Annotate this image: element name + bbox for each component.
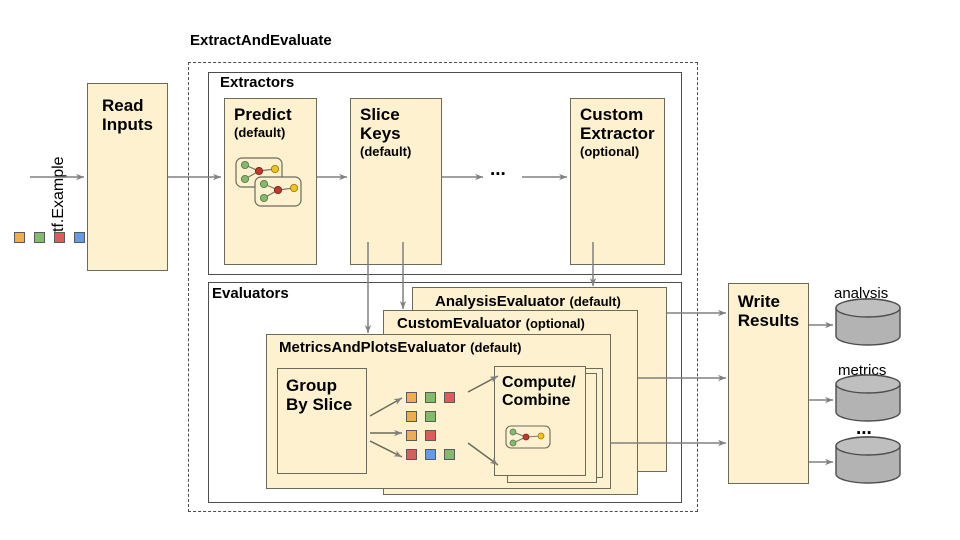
extractor-slice-keys-name: Slice Keys [360, 105, 401, 144]
sink-cylinder-other [835, 436, 901, 484]
graph-network-icon [235, 157, 302, 207]
arrow-group-to-chips-1 [369, 397, 403, 417]
extractor-custom-qualifier: (optional) [580, 144, 640, 160]
read-inputs-title: Read Inputs [102, 96, 153, 135]
evaluator-custom-qualifier: (optional) [525, 316, 585, 331]
slice-chip [444, 392, 455, 403]
sink-cylinder-metrics [835, 374, 901, 422]
slice-chip [425, 430, 436, 441]
sink-label-ellipsis-text: ... [856, 418, 872, 439]
slice-chip-grid [406, 392, 466, 467]
evaluator-metrics-qualifier: (default) [470, 340, 522, 355]
extractor-slice-keys[interactable]: Slice Keys (default) [350, 98, 442, 265]
extractor-slice-keys-qualifier: (default) [360, 144, 412, 160]
extractors-title: Extractors [220, 74, 294, 91]
sink-cylinder-analysis [835, 298, 901, 346]
extractor-predict-name: Predict [234, 105, 292, 124]
sink-label-analysis-text: analysis [834, 285, 889, 302]
slice-chip [425, 449, 436, 460]
extractor-predict-qualifier: (default) [234, 125, 286, 141]
slice-chip [406, 411, 417, 422]
evaluator-metrics-name: MetricsAndPlotsEvaluator [279, 339, 466, 356]
arrow-chips-to-compute-1 [467, 375, 499, 393]
slice-chip [406, 449, 417, 460]
write-results-title: Write Results [737, 292, 800, 331]
input-chip [14, 232, 25, 243]
input-chips [10, 232, 90, 248]
arrow-group-to-chips-3 [369, 440, 403, 458]
sink-label-ellipsis: ... [856, 418, 872, 440]
slice-chip [406, 392, 417, 403]
extractor-custom-name: Custom Extractor [580, 105, 655, 144]
slice-chip [444, 449, 455, 460]
input-chip [34, 232, 45, 243]
evaluator-metrics-label: MetricsAndPlotsEvaluator (default) [279, 339, 610, 357]
write-results-box[interactable]: Write Results [728, 283, 809, 484]
input-chip [54, 232, 65, 243]
slice-chip [425, 392, 436, 403]
sink-label-analysis: analysis [834, 285, 888, 302]
compute-combine-title: Compute/ Combine [502, 374, 576, 409]
input-chip [74, 232, 85, 243]
group-by-slice-title: Group By Slice [286, 376, 353, 415]
evaluators-title-text: Evaluators [212, 285, 289, 302]
evaluator-custom-name: CustomEvaluator [397, 315, 522, 332]
extractor-custom[interactable]: Custom Extractor (optional) [570, 98, 665, 265]
extract-and-evaluate-title: ExtractAndEvaluate [190, 32, 332, 49]
evaluator-analysis-qualifier: (default) [569, 294, 621, 309]
evaluator-analysis-name: AnalysisEvaluator [435, 293, 566, 310]
extractor-predict[interactable]: Predict (default) [224, 98, 317, 265]
evaluator-analysis-label: AnalysisEvaluator (default) [435, 293, 666, 311]
evaluator-custom-label: CustomEvaluator (optional) [397, 315, 637, 333]
graph-network-icon [505, 425, 551, 449]
evaluators-title: Evaluators [212, 285, 289, 302]
extractors-title-text: Extractors [220, 74, 295, 91]
extract-and-evaluate-title-text: ExtractAndEvaluate [190, 32, 332, 49]
compute-combine-box[interactable]: Compute/ Combine [494, 366, 586, 476]
slice-chip [406, 430, 417, 441]
read-inputs-box[interactable]: Read Inputs [87, 83, 168, 271]
extractors-ellipsis: ... [490, 159, 506, 181]
arrow-chips-to-compute-2 [467, 442, 499, 466]
extract-and-evaluate-group [188, 62, 698, 512]
extractors-ellipsis-text: ... [490, 159, 506, 180]
group-by-slice-box[interactable]: Group By Slice [277, 368, 367, 474]
slice-chip [425, 411, 436, 422]
